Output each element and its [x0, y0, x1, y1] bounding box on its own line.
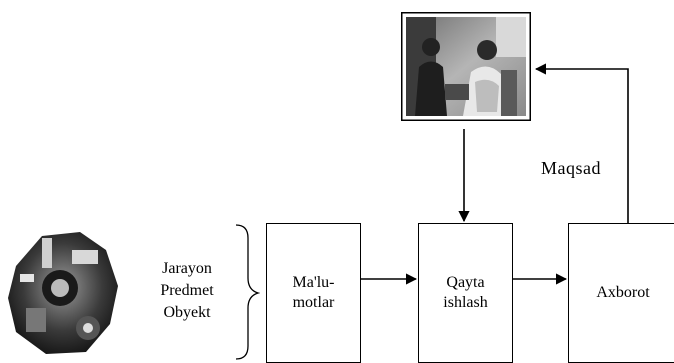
information-box: Axborot [568, 223, 674, 363]
arrow-information-to-photo [534, 63, 629, 223]
label-subject: Predmet [160, 282, 214, 299]
goal-label: Maqsad [541, 158, 601, 178]
information-box-label: Axborot [596, 284, 650, 301]
left-labels: Jarayon Predmet Obyekt [142, 258, 232, 324]
data-box-label: Ma'lu- motlar [292, 274, 335, 311]
processing-box: Qayta ishlash [418, 223, 513, 363]
machinery-image [8, 232, 118, 354]
data-box: Ma'lu- motlar [266, 223, 361, 363]
label-process: Jarayon [162, 260, 212, 277]
curly-brace [235, 224, 260, 360]
label-object: Obyekt [163, 304, 211, 321]
processing-box-label: Qayta ishlash [443, 274, 488, 311]
photo-image [401, 12, 531, 121]
